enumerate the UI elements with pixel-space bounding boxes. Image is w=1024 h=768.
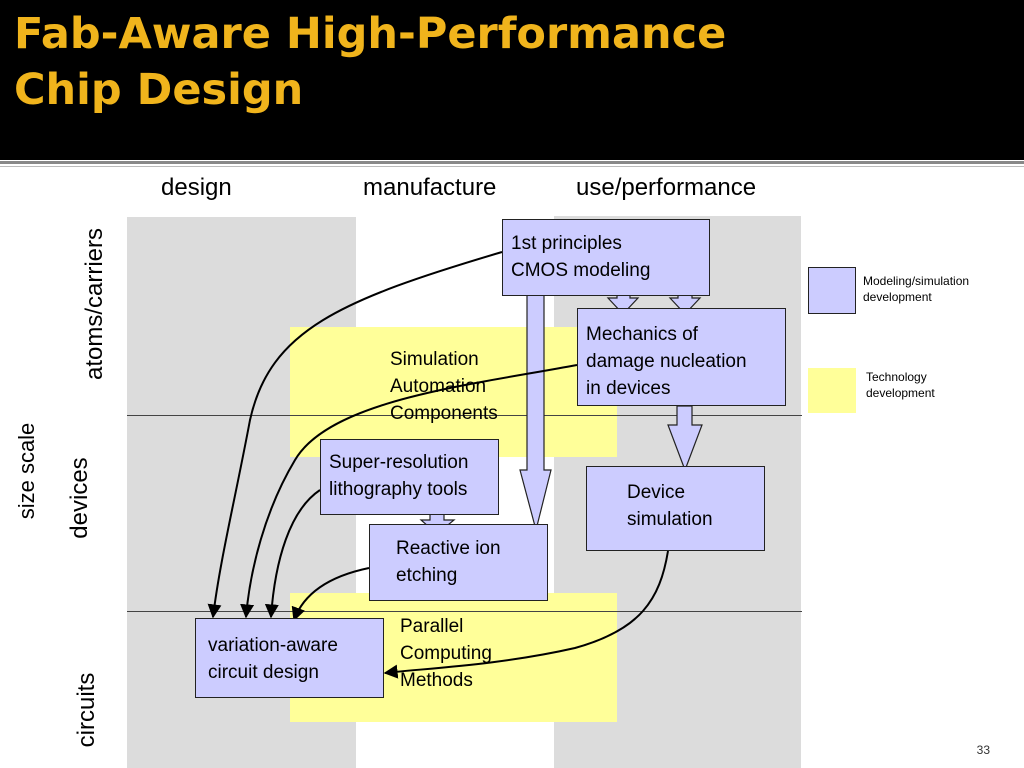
box-line: circuit design xyxy=(208,662,319,683)
column-header-use: use/performance xyxy=(576,174,757,201)
curve-device-to-circuit xyxy=(383,550,669,679)
box-line: CMOS modeling xyxy=(511,260,651,281)
super-resolution-box: Super-resolution lithography tools xyxy=(320,439,499,515)
box-line: variation-aware xyxy=(208,635,338,656)
legend-modeling-swatch xyxy=(808,267,856,314)
box-line: simulation xyxy=(627,509,713,530)
simulation-automation-label: Simulation Automation Components xyxy=(390,346,498,427)
legend-line: Modeling/simulation xyxy=(863,274,970,288)
slide-title: Fab-Aware High-Performance Chip Design xyxy=(14,6,726,118)
row-divider-upper xyxy=(127,415,802,416)
label-line: Automation xyxy=(390,376,487,397)
title-divider-thin xyxy=(0,166,1024,167)
label-line: Methods xyxy=(400,670,473,691)
curve-principles-to-circuit xyxy=(207,251,503,619)
block-arrow-mechanics-to-device xyxy=(667,405,703,472)
box-line: damage nucleation xyxy=(586,351,747,372)
legend-line: development xyxy=(866,386,935,400)
curve-mechanics-to-circuit xyxy=(240,364,578,619)
box-line: Mechanics of xyxy=(586,324,698,345)
simulation-automation-band xyxy=(290,327,617,457)
device-simulation-box: Device simulation xyxy=(586,466,765,551)
legend-technology-label: Technology development xyxy=(866,369,935,401)
box-line: Super-resolution xyxy=(329,452,469,473)
curve-litho-to-circuit xyxy=(264,489,321,619)
title-divider xyxy=(0,161,1024,164)
reactive-ion-box: Reactive ion etching xyxy=(369,524,548,601)
box-line: etching xyxy=(396,565,458,586)
label-line: Parallel xyxy=(400,616,464,637)
title-bar xyxy=(0,0,1024,160)
label-line: Computing xyxy=(400,643,492,664)
row-divider-lower xyxy=(127,611,802,612)
title-line-1: Fab-Aware High-Performance xyxy=(14,9,727,59)
column-header-design: design xyxy=(161,174,232,201)
box-line: 1st principles xyxy=(511,233,622,254)
title-line-2: Chip Design xyxy=(14,65,304,115)
curve-reactive-to-circuit xyxy=(291,567,370,622)
page-number: 33 xyxy=(976,743,990,757)
mechanics-box: Mechanics of damage nucleation in device… xyxy=(577,308,786,406)
column-header-manufacture: manufacture xyxy=(363,174,497,201)
box-line: in devices xyxy=(586,378,671,399)
legend-line: Technology xyxy=(866,370,927,384)
parallel-computing-label: Parallel Computing Methods xyxy=(400,613,492,694)
legend-technology-swatch xyxy=(808,368,856,413)
first-principles-box: 1st principles CMOS modeling xyxy=(502,219,710,296)
label-line: Components xyxy=(390,403,498,424)
variation-aware-box: variation-aware circuit design xyxy=(195,618,384,698)
box-line: lithography tools xyxy=(329,479,468,500)
block-arrow-principles-to-reactive xyxy=(519,291,552,533)
box-line: Device xyxy=(627,482,686,503)
label-line: Simulation xyxy=(390,349,479,370)
box-line: Reactive ion xyxy=(396,538,501,559)
legend-modeling-label: Modeling/simulation development xyxy=(863,273,969,305)
legend-line: development xyxy=(863,290,932,304)
